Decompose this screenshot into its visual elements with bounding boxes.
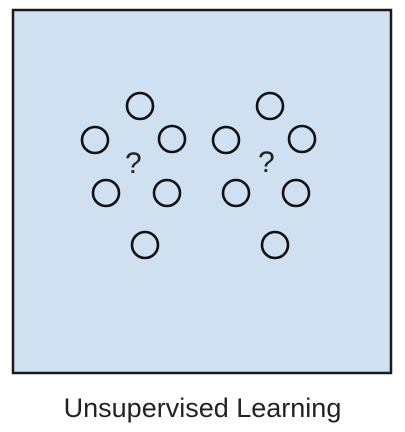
- cluster-point: [157, 124, 187, 154]
- cluster-point: [80, 125, 110, 155]
- cluster-point: [130, 230, 160, 260]
- left-cluster: ?: [80, 91, 187, 260]
- right-cluster: ?: [211, 91, 317, 260]
- cluster-point: [91, 178, 121, 208]
- cluster-point: [152, 178, 182, 208]
- cluster-question-mark: ?: [258, 146, 275, 179]
- cluster-point: [287, 124, 317, 154]
- cluster-point: [255, 91, 285, 121]
- cluster-point: [221, 178, 251, 208]
- cluster-point: [281, 178, 311, 208]
- diagram-panel: [11, 8, 393, 375]
- cluster-point: [260, 230, 290, 260]
- cluster-point: [211, 125, 241, 155]
- diagram-caption: Unsupervised Learning: [63, 393, 342, 423]
- cluster-point: [125, 91, 155, 121]
- cluster-question-mark: ?: [125, 147, 142, 180]
